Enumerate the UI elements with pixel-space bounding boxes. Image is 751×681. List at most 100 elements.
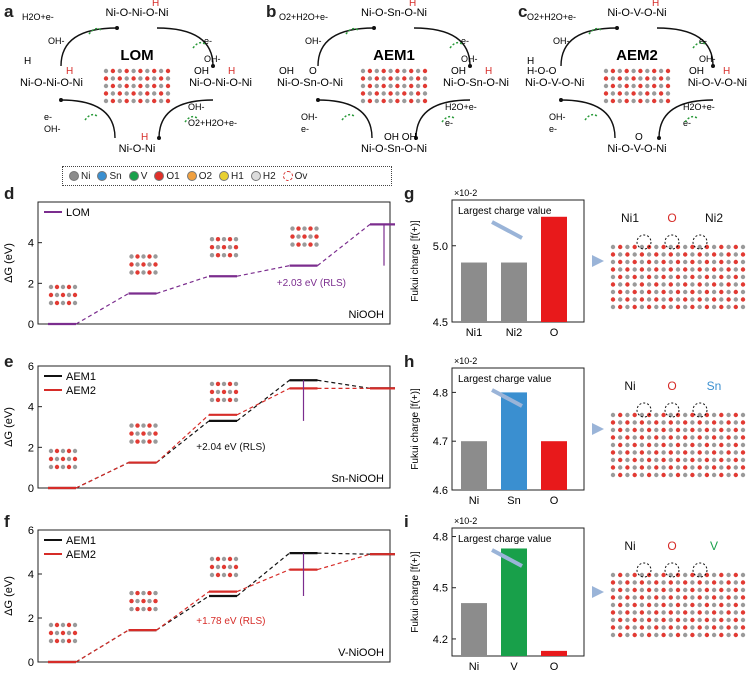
slab-atom — [683, 472, 688, 478]
slab-atom — [654, 632, 659, 638]
slab-atom — [625, 632, 630, 638]
slab-atom — [131, 83, 136, 89]
slab-atom — [314, 234, 319, 239]
slab-atom — [675, 472, 681, 478]
species-right-oh: OH — [194, 66, 209, 77]
slab-atom — [374, 68, 379, 74]
slab-atom — [233, 564, 239, 570]
process-label: H2O+e- — [22, 12, 54, 22]
process-label: OH- — [553, 36, 570, 46]
slab-atom — [610, 457, 616, 463]
y-tick-label: 0 — [28, 319, 34, 331]
slab-atom — [625, 435, 630, 440]
slab-atom — [415, 76, 421, 81]
slab-atom — [625, 289, 630, 295]
slab-atom — [632, 472, 637, 478]
x-tick-label: Ni1 — [466, 327, 483, 339]
slab-atom — [141, 598, 146, 604]
species-top: Ni-O-Ni-O-Ni — [106, 7, 169, 19]
slab-atom — [690, 457, 695, 463]
slab-atom — [726, 244, 731, 250]
energy-connector — [317, 379, 371, 389]
legend-label: AEM1 — [66, 535, 96, 547]
slab-atom — [610, 465, 616, 470]
site-label: Ni — [624, 539, 635, 553]
slab-atom — [632, 244, 637, 250]
y-tick-label: 4 — [28, 238, 34, 250]
slab-atom — [638, 98, 643, 104]
slab-atom — [740, 274, 746, 280]
slab-atom — [152, 83, 157, 89]
slab-atom — [290, 242, 295, 247]
slab-atom — [72, 464, 78, 470]
species-left-oh: OH — [279, 66, 294, 77]
slab-atom — [668, 632, 673, 638]
slab-atom — [726, 632, 731, 638]
slab-atom — [215, 572, 221, 578]
slab-atom — [704, 602, 710, 608]
slab-atom — [610, 282, 616, 287]
slab-atom — [135, 254, 140, 259]
slab-atom — [661, 274, 666, 280]
slab-atom — [145, 98, 150, 104]
slab-atom — [209, 253, 215, 258]
highlighted-site-ring — [692, 402, 708, 418]
slab-atom — [697, 427, 702, 433]
slab-atom — [618, 617, 623, 623]
slab-atom — [704, 289, 710, 295]
slab-atom — [631, 83, 636, 89]
slab-atom — [638, 68, 643, 74]
slab-atom — [697, 602, 702, 608]
slab-atom — [726, 602, 731, 608]
slab-atom — [215, 237, 221, 242]
slab-atom — [711, 304, 717, 310]
slab-atom — [618, 450, 623, 455]
site-label: V — [710, 539, 718, 553]
slab-atom — [683, 274, 688, 280]
slab-atom — [610, 617, 616, 623]
slab-atom — [740, 572, 746, 578]
species-top-h: H — [152, 0, 159, 9]
slab-atom — [726, 580, 731, 585]
slab-atom — [603, 68, 609, 74]
slab-atom — [138, 83, 143, 89]
species-left: Ni-O-V-O-Ni — [525, 77, 584, 89]
slab-atom — [625, 457, 630, 463]
slab-atom — [60, 284, 66, 290]
slab-atom — [165, 98, 171, 104]
slab-atom — [711, 282, 717, 287]
slab-atom — [654, 282, 659, 287]
slab-atom — [668, 450, 673, 455]
slab-atom — [233, 237, 239, 242]
slab-atom — [360, 98, 366, 104]
energy-connector — [236, 552, 290, 597]
slab-atom — [711, 610, 717, 615]
slab-atom — [618, 572, 623, 578]
slab-atom — [733, 632, 738, 638]
slab-atom — [733, 595, 738, 600]
process-label: OH- — [44, 124, 61, 134]
slab-atom — [632, 435, 637, 440]
atom-legend-item: V — [128, 171, 147, 182]
rls-annotation: +2.03 eV (RLS) — [277, 278, 346, 289]
slab-atom — [726, 420, 731, 425]
slab-atom — [221, 253, 227, 258]
slab-atom — [740, 580, 746, 585]
slab-atom — [374, 76, 379, 81]
slab-atom — [675, 442, 681, 448]
slab-atom — [639, 435, 645, 440]
slab-atom — [302, 234, 307, 239]
slab-atom — [654, 450, 659, 455]
slab-atom — [618, 632, 623, 638]
crystal-slab — [360, 68, 428, 104]
slab-atom — [675, 259, 681, 265]
slab-atom — [683, 252, 688, 257]
slab-atom — [117, 76, 123, 81]
slab-atom — [153, 423, 158, 428]
slab-atom — [72, 284, 78, 290]
cycle-title: LOM — [120, 47, 153, 64]
species-top: Ni-O-Sn-O-Ni — [361, 7, 427, 19]
highlighted-site-ring — [636, 562, 652, 578]
slab-atom — [690, 617, 695, 623]
